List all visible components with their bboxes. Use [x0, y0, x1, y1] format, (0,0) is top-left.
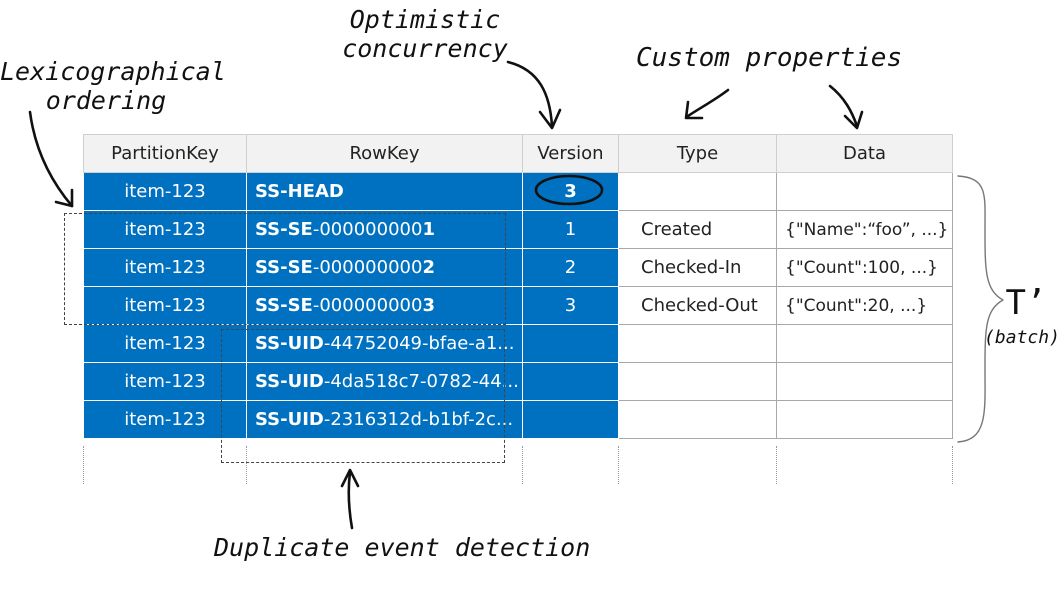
- cell-version: 1: [522, 210, 619, 249]
- cell-version: 3: [522, 286, 619, 325]
- duplicate-detection-box: [221, 329, 505, 463]
- arrow-custom-properties-data: [828, 84, 859, 128]
- cell-version: [522, 362, 619, 401]
- cell-version: [522, 324, 619, 363]
- batch-brace: [957, 175, 1004, 443]
- arrow-head-optimistic-concurrency: [538, 108, 562, 130]
- cell-partition-key: item-123: [83, 286, 247, 325]
- cell-data: [776, 172, 953, 211]
- row-key-prefix: SS-SE: [255, 257, 313, 278]
- row-key-prefix: SS-UID: [255, 409, 324, 430]
- cell-partition-key: item-123: [83, 172, 247, 211]
- annotation-lexicographical-ordering: Lexicographical ordering: [0, 57, 226, 115]
- annotation-duplicate-event-detection: Duplicate event detection: [214, 533, 591, 562]
- cell-partition-key: item-123: [83, 362, 247, 401]
- continuation-line: [618, 446, 619, 484]
- cell-data: [776, 400, 953, 439]
- cell-row-key: SS-HEAD: [246, 172, 523, 211]
- cell-row-key: SS-UID-44752049-bfae-a1...: [246, 324, 523, 363]
- annotation-custom-properties: Custom properties: [636, 43, 903, 73]
- header-data: Data: [776, 134, 953, 173]
- annotation-batch-symbol: T’: [1005, 283, 1047, 323]
- cell-row-key: SS-UID-2316312d-b1bf-2c...: [246, 400, 523, 439]
- header-row-key: RowKey: [246, 134, 523, 173]
- row-key-body: -000000000: [312, 295, 423, 316]
- cell-partition-key: item-123: [83, 210, 247, 249]
- row-key-body: -4da518c7-0782-44...: [323, 371, 519, 392]
- header-partition-key: PartitionKey: [83, 134, 247, 173]
- lexicographical-ordering-box: [64, 213, 506, 325]
- arrow-duplicate-event-detection: [347, 470, 354, 530]
- cell-type: Checked-In: [618, 248, 777, 287]
- row-key-body: -000000000: [312, 219, 423, 240]
- table-row: item-123 SS-UID-2316312d-b1bf-2c...: [83, 400, 953, 439]
- cell-data: {"Count":20, ...}: [776, 286, 953, 325]
- annotation-batch-label: (batch): [984, 327, 1060, 348]
- table-header-row: PartitionKey RowKey Version Type Data: [83, 134, 953, 173]
- cell-type: [618, 400, 777, 439]
- arrow-lexicographical-ordering: [28, 110, 74, 208]
- header-type: Type: [618, 134, 777, 173]
- row-key-suffix: 3: [422, 295, 435, 316]
- cell-partition-key: item-123: [83, 400, 247, 439]
- continuation-line: [952, 446, 953, 484]
- cell-data: [776, 324, 953, 363]
- table-row: item-123 SS-UID-44752049-bfae-a1...: [83, 324, 953, 363]
- row-key-prefix: SS-SE: [255, 295, 313, 316]
- table-row: item-123 SS-SE-0000000002 2 Checked-In {…: [83, 248, 953, 287]
- arrow-head-duplicate-event-detection: [340, 468, 360, 488]
- continuation-line: [776, 446, 777, 484]
- row-key-body: -2316312d-b1bf-2c...: [323, 409, 514, 430]
- row-key-suffix: 2: [422, 257, 435, 278]
- cell-partition-key: item-123: [83, 324, 247, 363]
- continuation-line: [246, 446, 247, 484]
- continuation-line: [522, 446, 523, 484]
- row-key-prefix: SS-UID: [255, 371, 324, 392]
- cell-version: 2: [522, 248, 619, 287]
- arrow-head-custom-properties-data: [843, 110, 864, 130]
- cell-data: {"Name":“foo”, ...}: [776, 210, 953, 249]
- annotation-optimistic-concurrency: Optimistic concurrency: [342, 5, 508, 63]
- event-store-table: PartitionKey RowKey Version Type Data it…: [83, 134, 953, 439]
- cell-row-key: SS-SE-0000000001: [246, 210, 523, 249]
- arrow-custom-properties-type: [686, 88, 730, 118]
- cell-data: {"Count":100, ...}: [776, 248, 953, 287]
- row-key-prefix: SS-UID: [255, 333, 324, 354]
- row-key-body: -44752049-bfae-a1...: [323, 333, 515, 354]
- arrow-head-lexicographical-ordering: [54, 188, 74, 208]
- row-key-body: -000000000: [312, 257, 423, 278]
- row-key-prefix: SS-HEAD: [255, 181, 344, 202]
- row-key-suffix: 1: [422, 219, 435, 240]
- cell-partition-key: item-123: [83, 248, 247, 287]
- cell-type: Checked-Out: [618, 286, 777, 325]
- row-key-prefix: SS-SE: [255, 219, 313, 240]
- cell-version: [522, 400, 619, 439]
- arrow-head-custom-properties-type: [684, 100, 704, 120]
- header-version: Version: [522, 134, 619, 173]
- version-circle: [534, 174, 604, 206]
- cell-data: [776, 362, 953, 401]
- cell-row-key: SS-SE-0000000003: [246, 286, 523, 325]
- table-row: item-123 SS-SE-0000000001 1 Created {"Na…: [83, 210, 953, 249]
- cell-type: [618, 172, 777, 211]
- continuation-line: [83, 446, 84, 484]
- table-row: item-123 SS-SE-0000000003 3 Checked-Out …: [83, 286, 953, 325]
- arrow-optimistic-concurrency: [506, 60, 554, 128]
